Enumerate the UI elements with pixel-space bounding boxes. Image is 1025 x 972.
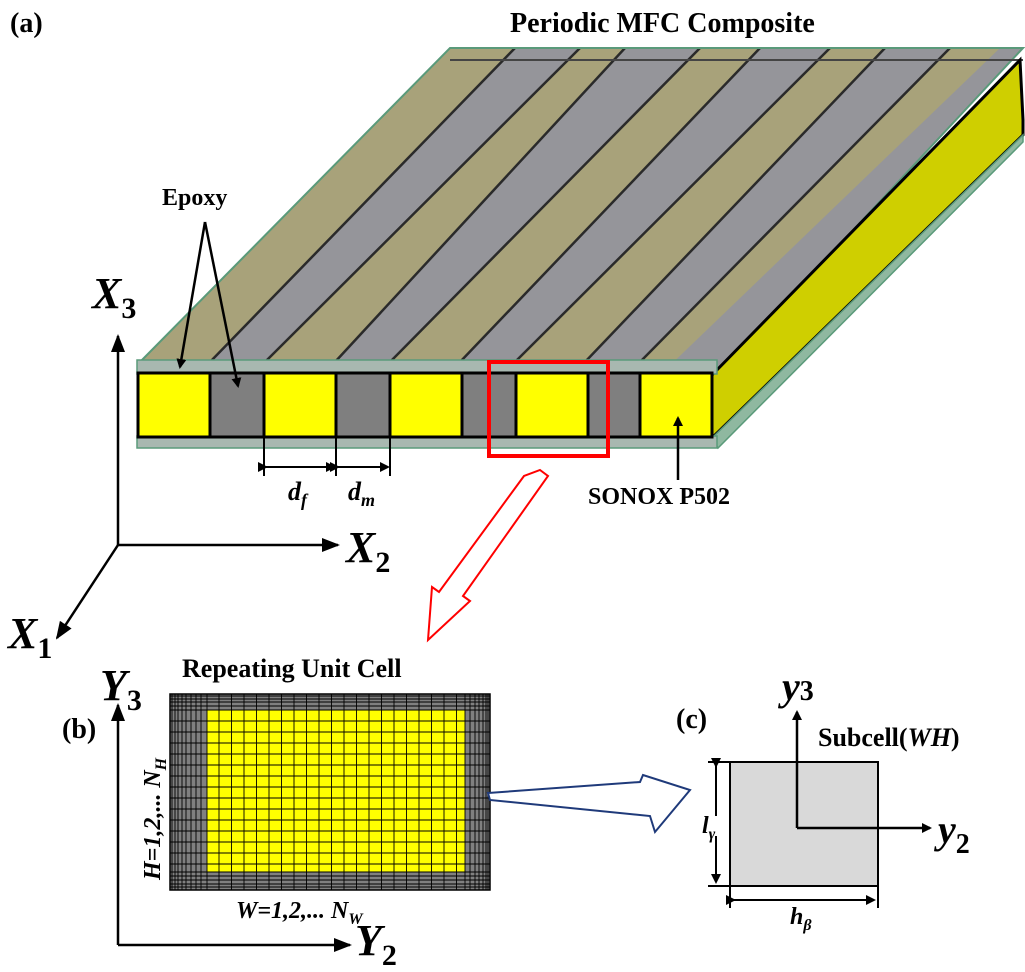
panel-c-label: (c) [676,704,707,735]
x2-axis-label: X2 [344,523,390,579]
lgamma-dimension [708,758,730,887]
sonox-label: SONOX P502 [588,484,730,510]
unit-cell-highlight [487,360,610,458]
y3-axis-label: Y3 [100,661,142,717]
zoom-arrow-navy [486,773,692,835]
h-range-label: H=1,2,... NH [140,757,170,881]
diagram-title: Periodic MFC Composite [510,8,815,39]
w-range-label: W=1,2,... NW [236,898,364,928]
x3-axis-label: X3 [90,269,136,325]
df-label: df [288,477,309,510]
epoxy-label: Epoxy [162,185,227,211]
zoom-arrow-red [426,468,550,643]
y2-axis-label: Y2 [355,916,397,972]
ruc-title: Repeating Unit Cell [182,654,402,683]
x1-axis-label: X1 [6,609,52,665]
y2-local-label: y2 [934,807,970,860]
y3-local-label: y3 [778,664,814,709]
composite-block [136,47,1025,458]
epoxy-arrow-2 [203,221,242,388]
subcell-label: Subcell(WH) [818,723,960,752]
top-stripes [209,48,1023,375]
dimension-lines [258,437,391,476]
ruc-grid [169,693,491,891]
ruc-axes [111,703,352,952]
dm-label: dm [348,477,375,510]
global-axes [55,334,340,640]
hbeta-label: hβ [790,904,812,934]
epoxy-arrow-1 [176,221,207,369]
panel-a-label: (a) [10,8,43,39]
subcell-square [729,761,879,887]
hbeta-dimension [726,886,879,908]
subcell-axes [792,710,932,833]
lgamma-label: lγ [702,813,716,843]
top-face [140,48,1023,375]
panel-b-label: (b) [62,714,96,745]
front-face [136,371,714,439]
